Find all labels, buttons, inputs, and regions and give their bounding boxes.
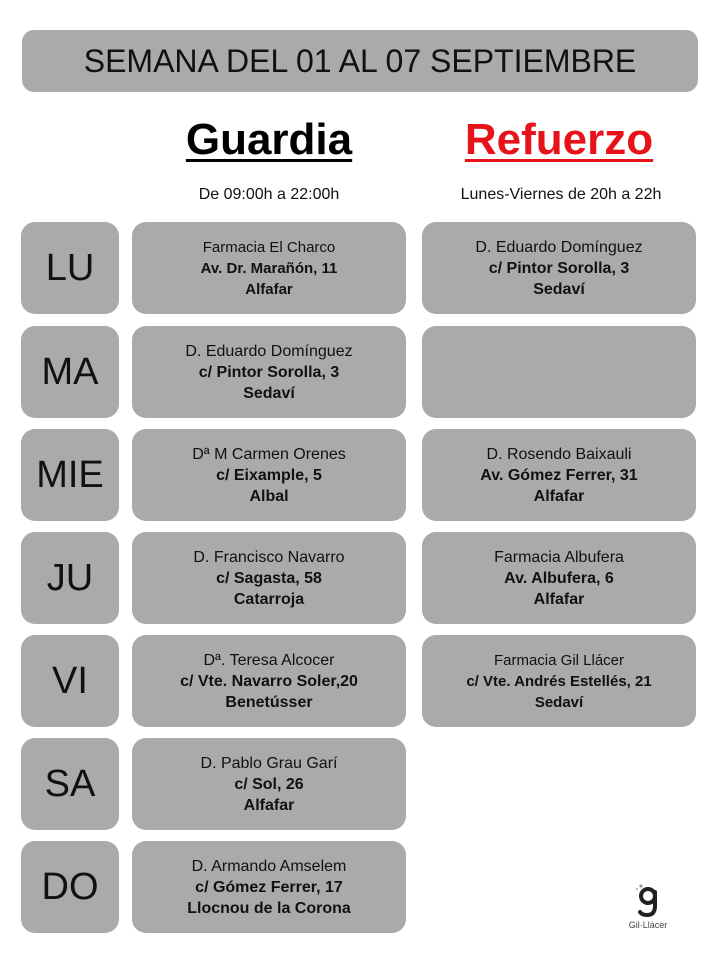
pharmacy-town: Llocnou de la Corona <box>187 899 351 917</box>
guardia-pharmacy-card: D. Francisco Navarro c/ Sagasta, 58 Cata… <box>132 532 406 624</box>
pharmacy-town: Catarroja <box>233 590 305 608</box>
gil-llacer-logo-icon <box>635 884 657 918</box>
pharmacy-name: D. Eduardo Domínguez <box>475 238 643 256</box>
refuerzo-pharmacy-card-empty <box>422 326 696 418</box>
pharmacy-address: c/ Pintor Sorolla, 3 <box>488 259 630 277</box>
guardia-pharmacy-card: Dª M Carmen Orenes c/ Eixample, 5 Albal <box>132 429 406 521</box>
pharmacy-town: Albal <box>249 487 289 505</box>
refuerzo-pharmacy-card: D. Rosendo Baixauli Av. Gómez Ferrer, 31… <box>422 429 696 521</box>
pharmacy-address: c/ Sagasta, 58 <box>216 569 322 587</box>
guardia-pharmacy-card: Farmacia El Charco Av. Dr. Marañón, 11 A… <box>132 222 406 314</box>
gil-llacer-logo: Gil·Llácer <box>608 882 688 938</box>
day-row-vi: VI Dª. Teresa Alcocer c/ Vte. Navarro So… <box>0 635 720 727</box>
pharmacy-town: Alfafar <box>533 487 585 505</box>
day-label: MIE <box>21 429 119 521</box>
day-row-lu: LU Farmacia El Charco Av. Dr. Marañón, 1… <box>0 222 720 314</box>
pharmacy-address: c/ Pintor Sorolla, 3 <box>198 363 340 381</box>
pharmacy-name: D. Rosendo Baixauli <box>486 445 632 463</box>
guardia-pharmacy-card: D. Pablo Grau Garí c/ Sol, 26 Alfafar <box>132 738 406 830</box>
guardia-hours: De 09:00h a 22:00h <box>198 186 340 203</box>
refuerzo-hours: Lunes-Viernes de 20h a 22h <box>460 186 662 203</box>
pharmacy-address: c/ Vte. Navarro Soler,20 <box>180 672 358 690</box>
pharmacy-town: Alfafar <box>245 280 293 298</box>
pharmacy-address: c/ Sol, 26 <box>234 775 304 793</box>
day-label: LU <box>21 222 119 314</box>
refuerzo-pharmacy-card: D. Eduardo Domínguez c/ Pintor Sorolla, … <box>422 222 696 314</box>
pharmacy-town: Sedaví <box>243 384 295 402</box>
pharmacy-town: Alfafar <box>243 796 295 814</box>
week-title: SEMANA DEL 01 AL 07 SEPTIEMBRE <box>83 42 637 79</box>
day-row-do: DO D. Armando Amselem c/ Gómez Ferrer, 1… <box>0 841 720 933</box>
day-label: JU <box>21 532 119 624</box>
pharmacy-name: Farmacia El Charco <box>202 238 336 256</box>
day-label: DO <box>21 841 119 933</box>
day-row-mie: MIE Dª M Carmen Orenes c/ Eixample, 5 Al… <box>0 429 720 521</box>
pharmacy-town: Sedaví <box>533 280 585 298</box>
pharmacy-town: Alfafar <box>533 590 585 608</box>
guardia-pharmacy-card: D. Armando Amselem c/ Gómez Ferrer, 17 L… <box>132 841 406 933</box>
day-row-ju: JU D. Francisco Navarro c/ Sagasta, 58 C… <box>0 532 720 624</box>
day-label: SA <box>21 738 119 830</box>
guardia-column-title: Guardia <box>185 115 353 164</box>
week-banner: SEMANA DEL 01 AL 07 SEPTIEMBRE <box>22 30 698 92</box>
logo-text: Gil·Llácer <box>628 920 668 930</box>
refuerzo-pharmacy-card: Farmacia Albufera Av. Albufera, 6 Alfafa… <box>422 532 696 624</box>
pharmacy-name: Dª M Carmen Orenes <box>192 445 346 463</box>
pharmacy-address: Av. Dr. Marañón, 11 <box>200 259 338 277</box>
day-label: VI <box>21 635 119 727</box>
pharmacy-address: Av. Gómez Ferrer, 31 <box>480 466 638 484</box>
pharmacy-name: D. Armando Amselem <box>191 857 347 875</box>
guardia-pharmacy-card: Dª. Teresa Alcocer c/ Vte. Navarro Soler… <box>132 635 406 727</box>
day-row-sa: SA D. Pablo Grau Garí c/ Sol, 26 Alfafar <box>0 738 720 830</box>
pharmacy-town: Sedaví <box>534 693 584 711</box>
pharmacy-address: c/ Eixample, 5 <box>216 466 322 484</box>
pharmacy-name: Farmacia Gil Llácer <box>493 651 625 669</box>
day-row-ma: MA D. Eduardo Domínguez c/ Pintor Soroll… <box>0 326 720 418</box>
pharmacy-address: c/ Vte. Andrés Estellés, 21 <box>466 672 652 690</box>
pharmacy-name: Dª. Teresa Alcocer <box>203 651 335 669</box>
refuerzo-column-title: Refuerzo <box>464 115 654 164</box>
refuerzo-pharmacy-card: Farmacia Gil Llácer c/ Vte. Andrés Estel… <box>422 635 696 727</box>
pharmacy-name: D. Pablo Grau Garí <box>200 754 338 772</box>
guardia-pharmacy-card: D. Eduardo Domínguez c/ Pintor Sorolla, … <box>132 326 406 418</box>
day-label: MA <box>21 326 119 418</box>
pharmacy-address: c/ Gómez Ferrer, 17 <box>195 878 343 896</box>
pharmacy-name: D. Francisco Navarro <box>193 548 345 566</box>
pharmacy-name: D. Eduardo Domínguez <box>185 342 353 360</box>
pharmacy-name: Farmacia Albufera <box>494 548 624 566</box>
pharmacy-address: Av. Albufera, 6 <box>504 569 614 587</box>
pharmacy-town: Benetússer <box>225 693 313 711</box>
